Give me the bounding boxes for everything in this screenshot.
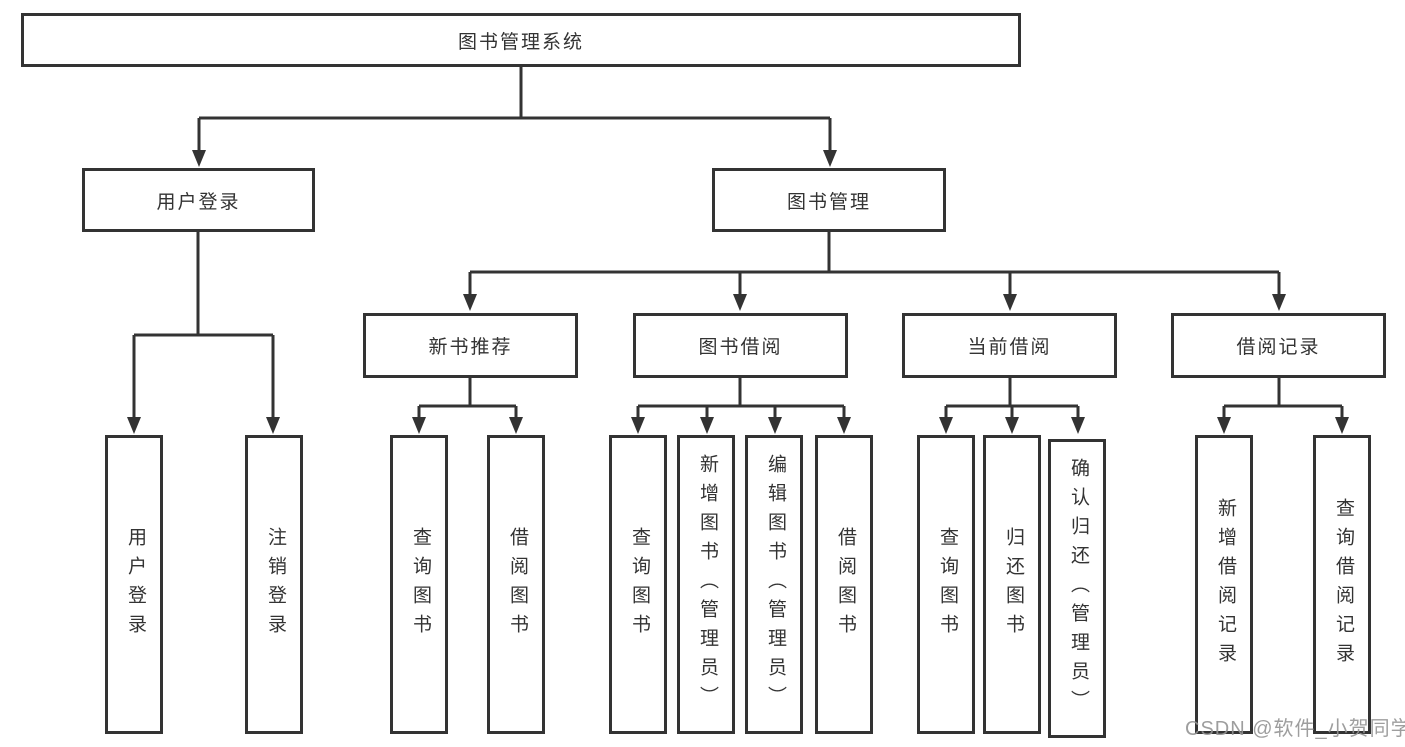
- leaf-add-books-admin: 新增图书（管理员）: [677, 435, 735, 734]
- leaf-borrow-books: 借阅图书: [815, 435, 873, 734]
- leaf-query-borrow-record: 查询借阅记录: [1313, 435, 1371, 734]
- leaf-return-books: 归还图书: [983, 435, 1041, 734]
- arrowheads: [127, 150, 1349, 434]
- leaf-user-login: 用户登录: [105, 435, 163, 734]
- leaf-confirm-return-admin: 确认归还（管理员）: [1048, 439, 1106, 738]
- node-book-management: 图书管理: [712, 168, 946, 232]
- leaf-query-books-borrow: 查询图书: [609, 435, 667, 734]
- leaf-query-books-current: 查询图书: [917, 435, 975, 734]
- leaf-add-borrow-record: 新增借阅记录: [1195, 435, 1253, 734]
- node-borrowing-records: 借阅记录: [1171, 313, 1386, 378]
- node-library-management-system: 图书管理系统: [21, 13, 1021, 67]
- node-user-login: 用户登录: [82, 168, 315, 232]
- leaf-edit-books-admin: 编辑图书（管理员）: [745, 435, 803, 734]
- node-current-borrowing: 当前借阅: [902, 313, 1117, 378]
- leaf-borrow-books-recommend: 借阅图书: [487, 435, 545, 734]
- node-new-book-recommendation: 新书推荐: [363, 313, 578, 378]
- leaf-query-books-recommend: 查询图书: [390, 435, 448, 734]
- csdn-watermark: CSDN @软件_小贺同学: [1185, 718, 1405, 740]
- leaf-logout: 注销登录: [245, 435, 303, 734]
- node-book-borrowing: 图书借阅: [633, 313, 848, 378]
